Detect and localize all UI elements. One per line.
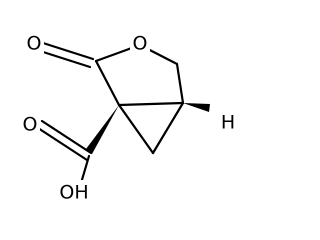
bond-layer bbox=[36, 41, 210, 192]
carboxyl-hydroxyl-label: OH bbox=[59, 182, 88, 204]
bridgehead-hydrogen-label: H bbox=[221, 112, 235, 134]
bond-carbonyl-double-a bbox=[41, 41, 95, 61]
atom-labels: O O H O OH bbox=[23, 33, 236, 204]
bond-cyclopropane-right bbox=[151, 101, 185, 155]
bond-ch2-to-bridgehead bbox=[175, 62, 185, 105]
atom-backgrounds bbox=[20, 31, 237, 206]
bond-cyclopropane-top bbox=[117, 101, 185, 107]
wedge-bond-bridgehead-h bbox=[183, 103, 210, 112]
molecule-diagram: O O H O OH bbox=[20, 31, 237, 206]
bond-carboxyl-double-b bbox=[36, 126, 89, 162]
molecule-canvas: O O H O OH bbox=[20, 31, 237, 206]
bond-carbonyl-double-b bbox=[38, 49, 92, 69]
carboxyl-oh-bg bbox=[55, 180, 93, 206]
bond-carbonyl-to-quaternary bbox=[94, 59, 121, 107]
ring-oxygen-bg bbox=[130, 31, 150, 55]
carboxyl-oxygen-label: O bbox=[23, 114, 38, 136]
carbonyl-oxygen-bg bbox=[24, 31, 44, 55]
wedge-bond-carboxyl bbox=[86, 105, 119, 154]
carbonyl-oxygen-label: O bbox=[27, 33, 42, 55]
bridgehead-h-bg bbox=[219, 111, 237, 133]
bond-cyclopropane-left bbox=[117, 103, 155, 155]
bond-carboxyl-double-a bbox=[40, 119, 93, 155]
carboxyl-oxygen-bg bbox=[20, 113, 40, 137]
ring-oxygen-label: O bbox=[133, 33, 148, 55]
